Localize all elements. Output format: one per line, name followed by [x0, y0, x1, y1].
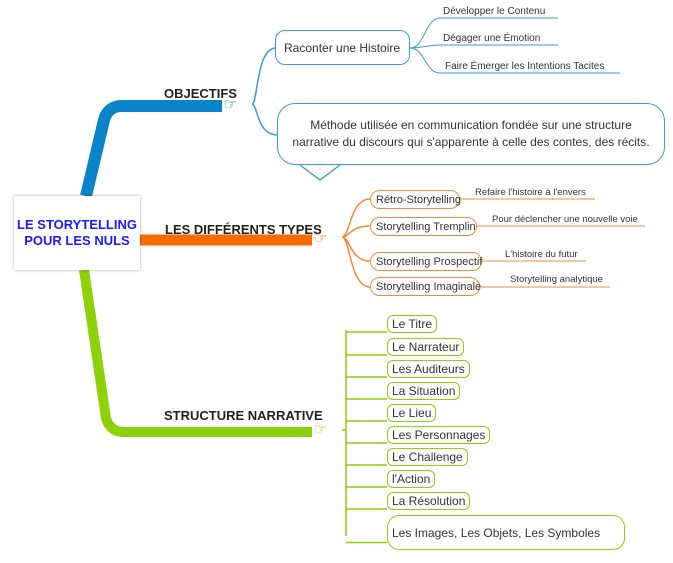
central-line2: POUR LES NULS — [24, 233, 130, 248]
objectifs-label[interactable]: OBJECTIFS — [164, 86, 237, 101]
pointing-hand-icon: ☞ — [224, 96, 238, 113]
type-node[interactable]: Storytelling Tremplin — [370, 217, 477, 236]
types-label[interactable]: LES DIFFÉRENTS TYPES — [165, 222, 322, 237]
type-note[interactable]: Pour déclencher une nouvelle voie — [492, 214, 638, 225]
raconter-node[interactable]: Raconter une Histoire — [275, 30, 410, 65]
definition-line1: Méthode utilisée en communication fondée… — [310, 118, 632, 132]
structure-node[interactable]: Le Narrateur — [387, 338, 465, 356]
structure-node[interactable]: Le Titre — [387, 315, 438, 333]
central-line1: LE STORYTELLING — [17, 217, 137, 232]
type-note[interactable]: Storytelling analytique — [510, 274, 603, 285]
definition-node[interactable]: Méthode utilisée en communication fondée… — [277, 103, 665, 165]
structure-node[interactable]: La Situation — [387, 382, 461, 400]
subnode[interactable]: Développer le Contenu — [443, 6, 546, 17]
type-node[interactable]: Storytelling Prospectif — [370, 252, 482, 271]
structure-node[interactable]: Les Personnages — [387, 426, 491, 444]
pointing-hand-icon: ☞ — [314, 421, 328, 438]
type-note[interactable]: Refaire l'histoire à l'envers — [475, 187, 586, 198]
branch-objectifs — [80, 100, 222, 198]
structure-node[interactable]: l'Action — [387, 470, 436, 488]
structure-node[interactable]: Le Challenge — [387, 448, 468, 466]
structure-label[interactable]: STRUCTURE NARRATIVE — [164, 408, 323, 423]
subnode[interactable]: Dégager une Émotion — [443, 33, 541, 44]
pointing-hand-icon: ☞ — [314, 230, 328, 247]
type-node[interactable]: Storytelling Imaginale — [370, 277, 481, 296]
structure-node[interactable]: Le Lieu — [387, 404, 437, 422]
structure-node[interactable]: La Résolution — [387, 492, 471, 510]
structure-node[interactable]: Les Auditeurs — [387, 360, 470, 378]
branch-structure — [79, 269, 312, 437]
subnode[interactable]: Faire Émerger les Intentions Tacites — [445, 61, 605, 72]
type-note[interactable]: L'histoire du futur — [505, 249, 578, 260]
structure-node[interactable]: Les Images, Les Objets, Les Symboles — [387, 515, 625, 550]
definition-line2: narrative du discours qui s'apparente à … — [292, 135, 650, 149]
type-node[interactable]: Rétro-Storytelling — [370, 190, 461, 209]
